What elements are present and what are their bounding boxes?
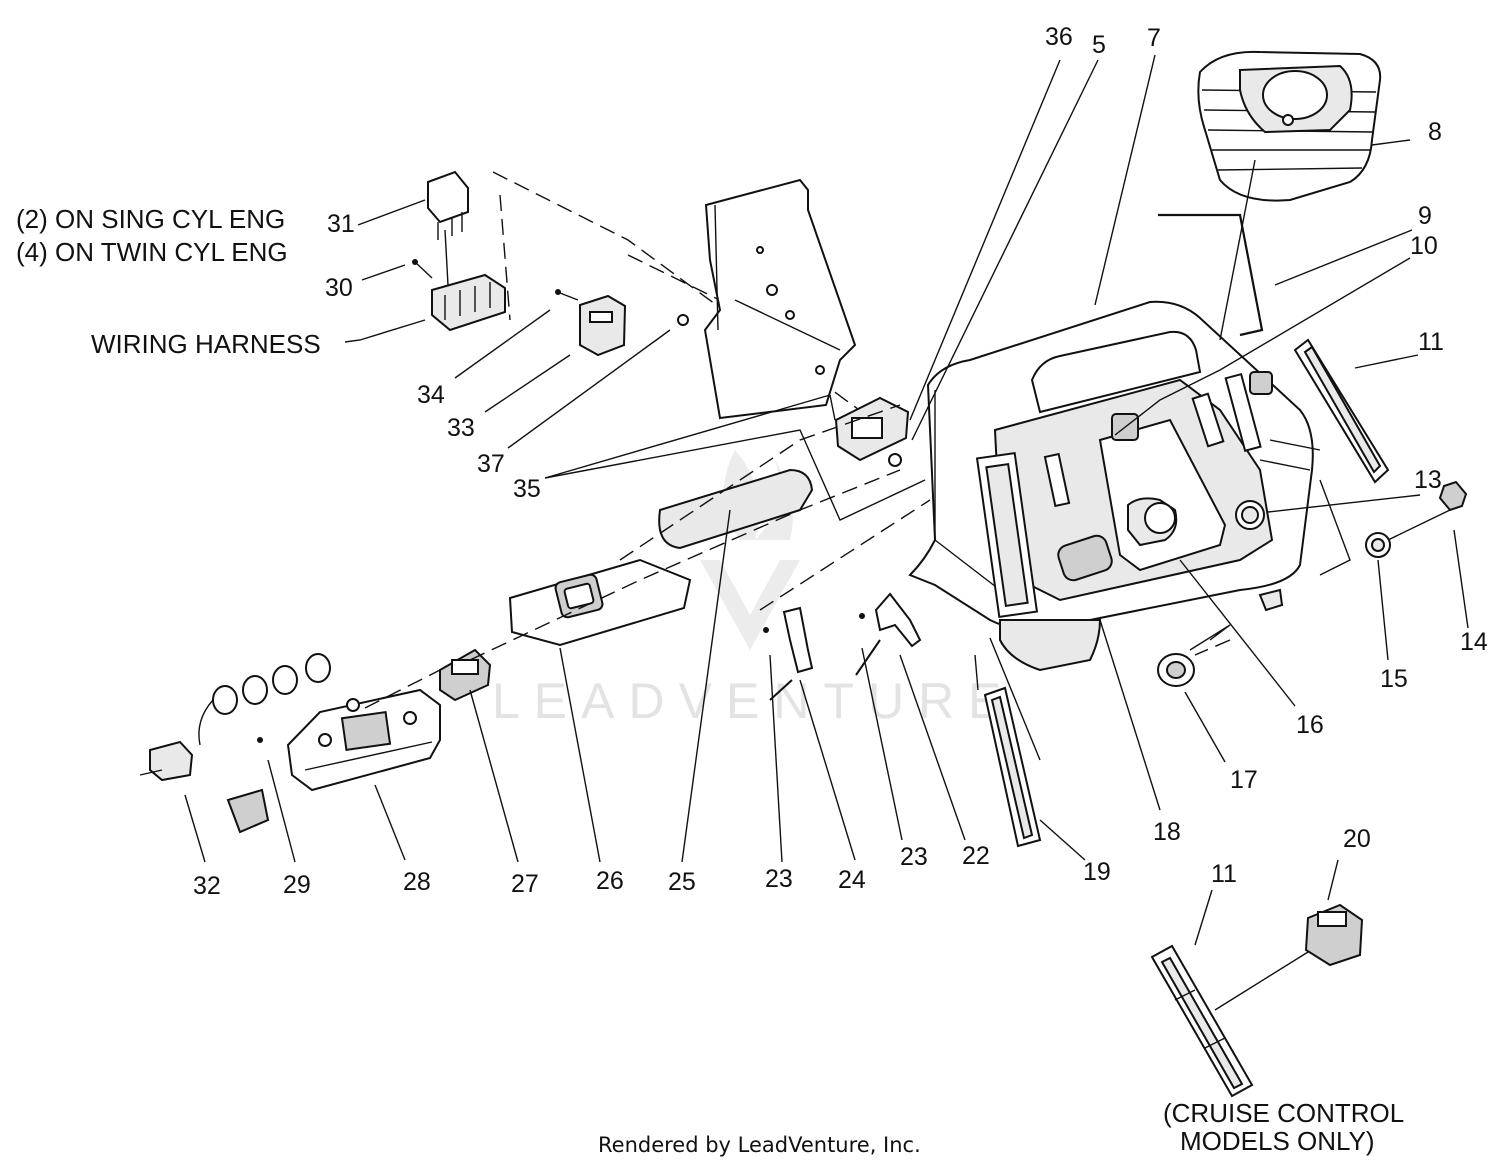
boot-cover-part-8 (1197, 50, 1382, 202)
callout-34: 34 (417, 381, 445, 409)
callout-37: 37 (477, 450, 505, 478)
trim-strip-part-11 (1293, 338, 1390, 484)
callout-31: 31 (327, 210, 355, 238)
connector-part-30 (412, 259, 506, 332)
switch-part-20 (1304, 903, 1364, 967)
console-housing-part-7 (908, 300, 1321, 672)
callout-23-right: 23 (900, 843, 928, 871)
module-part-33 (555, 289, 627, 357)
callout-labels: 36 5 7 8 9 10 11 13 14 15 16 17 18 19 20… (193, 23, 1488, 900)
callout-9: 9 (1418, 202, 1432, 230)
callout-11: 11 (1418, 328, 1444, 356)
callout-26: 26 (596, 867, 624, 895)
callout-30: 30 (325, 274, 353, 302)
mounting-bracket (703, 178, 857, 420)
callout-28: 28 (403, 868, 431, 896)
trim-strip-part-19 (983, 686, 1042, 848)
callout-11-lower: 11 (1211, 860, 1237, 888)
callout-14: 14 (1460, 628, 1488, 656)
rod-part-9 (1158, 213, 1264, 337)
callout-27: 27 (511, 870, 539, 898)
callout-8: 8 (1428, 118, 1442, 146)
callout-29: 29 (283, 871, 311, 899)
callout-18: 18 (1153, 818, 1181, 846)
callout-22: 22 (962, 842, 990, 870)
footer-credit: Rendered by LeadVenture, Inc. (598, 1133, 921, 1157)
leader-lines (184, 54, 1469, 1011)
regulator-part-35 (834, 396, 910, 467)
hour-meter-part-27 (439, 648, 492, 702)
callout-5: 5 (1092, 31, 1106, 59)
trim-strip-part-11-lower (1150, 944, 1254, 1098)
bezel-part-18 (975, 452, 1039, 618)
lever-part-24 (763, 606, 814, 701)
grommet-part-17 (1157, 653, 1195, 687)
lights-harness-part-32 (139, 653, 331, 782)
nut-part-37 (677, 314, 689, 326)
panel-part-26 (508, 558, 692, 647)
callout-32: 32 (193, 872, 221, 900)
screw-part-29 (257, 737, 263, 743)
watermark-logo-icon (700, 560, 800, 650)
knob-part-14 (1438, 480, 1468, 512)
notes: (2) ON SING CYL ENG (4) ON TWIN CYL ENG … (16, 204, 1404, 1156)
relay-part-31 (427, 170, 469, 286)
callout-17: 17 (1230, 766, 1258, 794)
callout-25: 25 (668, 868, 696, 896)
callout-10: 10 (1410, 232, 1438, 260)
switch-part-29 (226, 788, 270, 834)
dash-panel-part-28 (286, 688, 441, 792)
note-cruise-line2: MODELS ONLY) (1180, 1126, 1375, 1156)
callout-15: 15 (1380, 665, 1408, 693)
note-twin-cyl: (4) ON TWIN CYL ENG (16, 237, 288, 267)
nut-part-15 (1365, 532, 1391, 558)
callout-24: 24 (838, 866, 866, 894)
note-wiring-harness: WIRING HARNESS (91, 329, 321, 359)
callout-13: 13 (1414, 466, 1442, 494)
callout-23-left: 23 (765, 865, 793, 893)
callout-35: 35 (513, 475, 541, 503)
note-sing-cyl: (2) ON SING CYL ENG (16, 204, 285, 234)
callout-19: 19 (1083, 858, 1111, 886)
lens-part-25 (658, 468, 814, 550)
lever-part-22 (855, 592, 922, 676)
callout-36: 36 (1045, 23, 1073, 51)
callout-20: 20 (1343, 825, 1371, 853)
callout-33: 33 (447, 414, 475, 442)
note-cruise-line1: (CRUISE CONTROL (1163, 1098, 1404, 1128)
callout-16: 16 (1296, 711, 1324, 739)
callout-7: 7 (1147, 24, 1161, 52)
